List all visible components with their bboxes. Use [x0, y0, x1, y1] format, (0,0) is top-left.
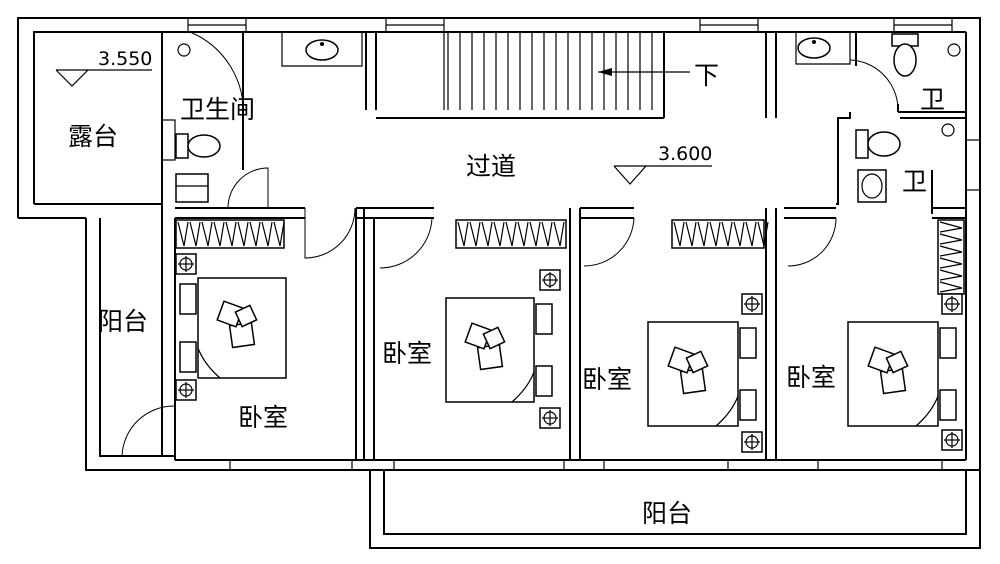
bed-icon [847, 321, 957, 427]
bed-icon [179, 277, 287, 379]
stair-direction-arrow [598, 68, 690, 76]
furniture [175, 219, 965, 453]
toilet-icon [855, 129, 901, 159]
stair-down-label: 下 [694, 61, 719, 90]
nightstand-lamp-icon [741, 293, 763, 315]
room-label-bedroom-4: 卧室 [786, 363, 836, 392]
room-label-terrace: 露台 [68, 122, 118, 151]
nightstand-lamp-icon [175, 253, 197, 275]
nightstand-lamp-icon [539, 269, 561, 291]
wardrobe-icon [455, 219, 567, 249]
bed-icon [445, 297, 553, 403]
nightstand-lamp-icon [175, 379, 197, 401]
room-label-bedroom-2: 卧室 [382, 339, 432, 368]
bed-icon [647, 321, 757, 427]
elevation-corridor: 3.600 [658, 143, 712, 165]
windows [161, 17, 981, 471]
nightstand-lamp-icon [941, 429, 963, 451]
sink-icon [797, 37, 831, 59]
shower-icon [177, 43, 961, 137]
wardrobe-icon [175, 219, 285, 249]
outer-walls [17, 17, 981, 549]
staircase [443, 32, 665, 110]
nightstand-lamp-icon [741, 431, 763, 453]
elevation-terrace: 3.550 [98, 48, 152, 70]
wardrobe-icon [937, 219, 965, 295]
wardrobe-icon [671, 219, 769, 249]
nightstand-lamp-icon [539, 407, 561, 429]
room-label-bathroom: 卫生间 [180, 95, 255, 124]
washing-machine-icon [175, 173, 209, 203]
room-label-corridor: 过道 [466, 152, 516, 181]
sink-icon [305, 39, 339, 61]
elevation-marker-terrace [55, 69, 152, 87]
nightstand-lamp-icon [941, 293, 963, 315]
doors [121, 31, 899, 457]
room-label-bath-top-right: 卫 [920, 85, 945, 114]
sink-icon [857, 169, 887, 203]
elevation-marker-corridor [613, 165, 712, 185]
room-label-bedroom-3: 卧室 [582, 365, 632, 394]
toilet-icon [175, 133, 221, 159]
toilet-icon [891, 33, 919, 77]
room-label-balcony-left: 阳台 [98, 307, 148, 336]
room-label-bedroom-1: 卧室 [238, 403, 288, 432]
room-label-bath-mid-right: 卫 [902, 167, 927, 196]
room-label-balcony-bottom: 阳台 [642, 499, 692, 528]
